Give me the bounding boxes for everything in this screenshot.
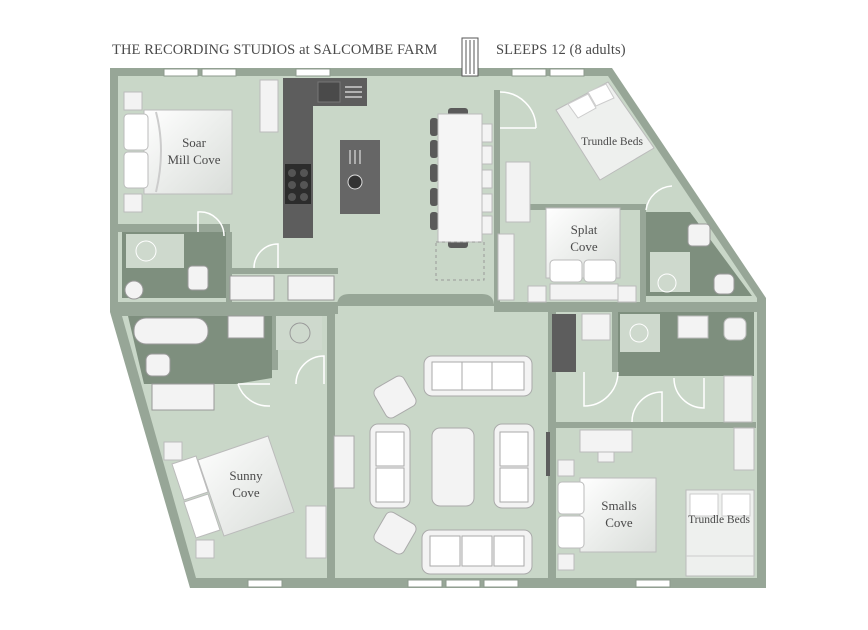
soar-mill-cove-bed: Soar Mill Cove [123,91,233,213]
door-swings [197,91,705,423]
trundle-beds-bottom: Trundle Beds [685,489,755,577]
splat-label-2: Cove [570,239,598,254]
shower-icon [135,240,157,262]
lounge-furniture [333,355,535,575]
bathroom-fixtures [133,315,311,411]
windows [163,68,671,588]
sleeps-caption: SLEEPS 12 (8 adults) [496,42,626,58]
east-area-furniture [546,313,755,476]
sink-icon [317,81,341,103]
shower-icon [657,273,677,293]
dining-table [430,108,531,301]
smalls-cove-bed: Smalls Cove [557,459,657,571]
sunny-cove-bed: Sunny Cove [163,435,327,559]
plan-title: THE RECORDING STUDIOS at SALCOMBE FARM [112,42,438,58]
sunny-label-2: Cove [232,485,260,500]
entrance-door-icon [461,37,479,77]
trundle-beds-top: Trundle Beds [555,81,655,181]
soar-label-2: Mill Cove [167,152,220,167]
trundle-label-bottom: Trundle Beds [688,514,750,526]
soar-ensuite-fixtures [124,240,335,301]
splat-cove-bed: Splat Cove [527,207,637,303]
shower-icon [629,323,649,343]
internal-walls [118,90,758,578]
armchair-top [373,375,417,419]
soar-label-1: Soar [182,135,207,150]
coffee-table [431,427,475,507]
splat-label-1: Splat [571,222,598,237]
smalls-label-1: Smalls [601,498,636,513]
bathtub [133,317,209,345]
smalls-label-2: Cove [605,515,633,530]
kitchen [259,78,380,238]
shower-icon [289,322,311,344]
splat-ensuite-fixtures [657,223,735,295]
sunny-label-1: Sunny [229,468,263,483]
armchair-bottom [373,511,417,555]
island-sink-icon [347,174,363,190]
trundle-label-top: Trundle Beds [581,136,643,148]
